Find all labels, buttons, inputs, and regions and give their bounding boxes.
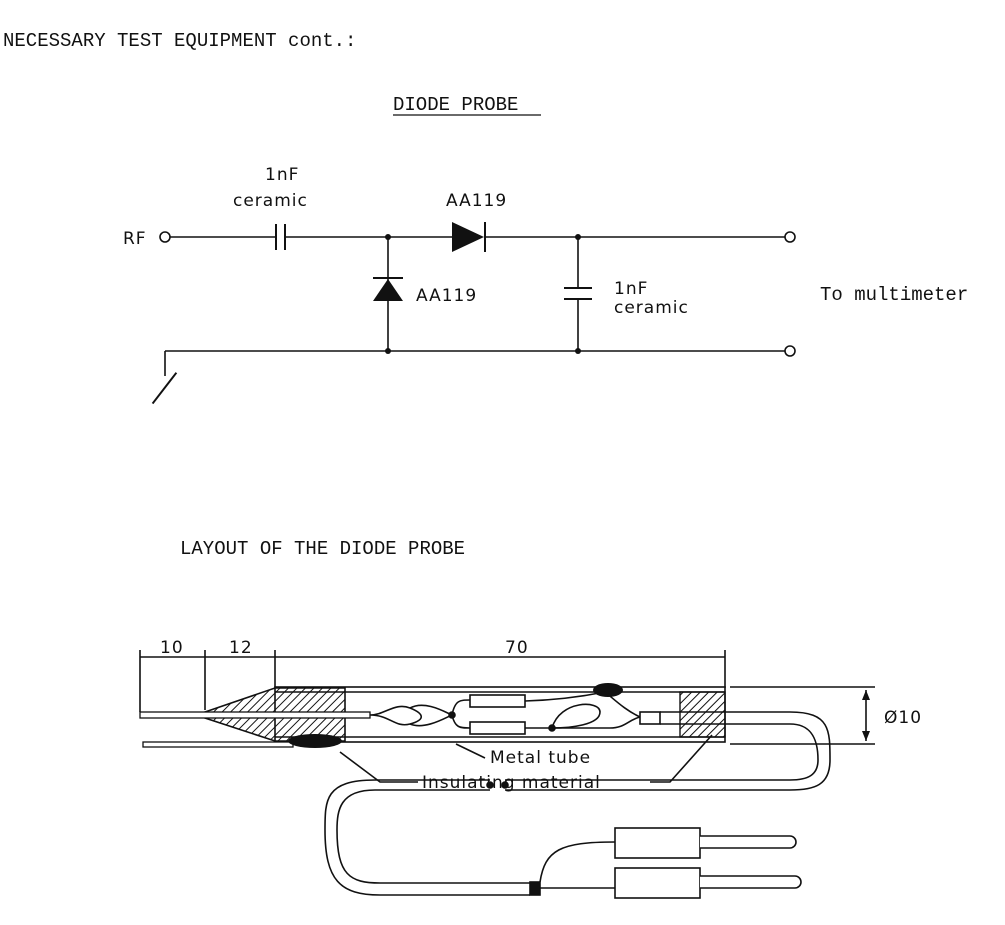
shunt-cap-value: 1nF [614,279,648,299]
series-cap-type: ceramic [233,191,308,211]
ground-lead [142,741,294,748]
page-title: NECESSARY TEST EQUIPMENT cont.: [3,30,356,52]
output-label: To multimeter [820,284,968,306]
series-diode-label: AA119 [446,191,507,211]
shunt-diode-icon [373,277,403,301]
layout-title: LAYOUT OF THE DIODE PROBE [180,538,465,560]
cable [324,711,831,896]
leader-lines [339,734,713,783]
probe-tip-needle [139,711,371,719]
insulating-material-label: Insulating material [422,773,601,793]
rf-label: RF [123,229,147,249]
shunt-capacitor-icon [564,287,592,300]
dim-tip: 10 [160,638,184,658]
diode-probe-schematic: DIODE PROBE RF 1nF ceramic AA119 AA119 [123,94,968,405]
output-terminal-top [784,231,796,243]
output-terminal-bottom [784,345,796,357]
schematic-title: DIODE PROBE [393,94,518,116]
metal-tube-label: Metal tube [490,748,591,768]
series-capacitor-icon [275,224,286,250]
internal-components [369,691,661,735]
series-cap-value: 1nF [265,165,299,185]
ground-icon [151,351,178,405]
dim-diameter: Ø10 [884,708,922,728]
diode-probe-layout: LAYOUT OF THE DIODE PROBE 10 12 70 Ø10 [139,538,922,899]
series-diode-icon [452,222,486,252]
shunt-cap-type: ceramic [614,298,689,318]
dim-cone: 12 [229,638,253,658]
dim-tube: 70 [505,638,529,658]
shunt-diode-label: AA119 [416,286,477,306]
banana-plugs [614,827,802,899]
rf-terminal [159,231,171,243]
dimension-lines [139,650,875,745]
